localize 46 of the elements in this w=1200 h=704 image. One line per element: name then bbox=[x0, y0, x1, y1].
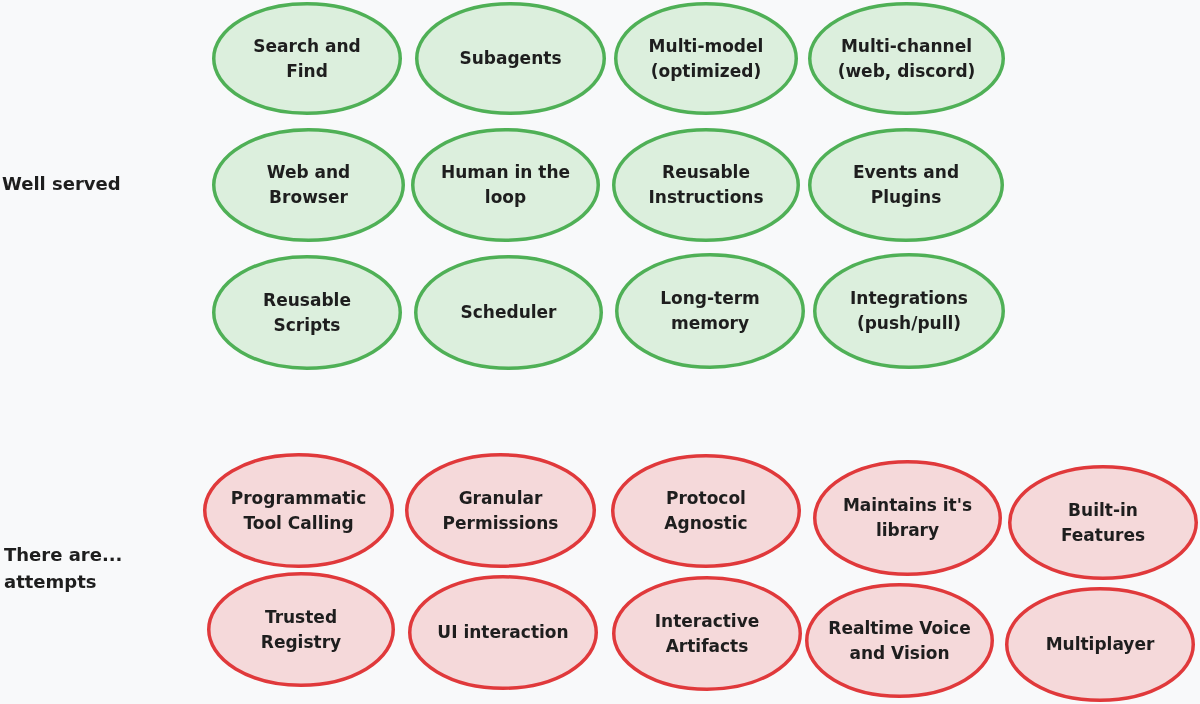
ellipse-node bbox=[614, 2, 798, 115]
node-label: Integrations (push/pull) bbox=[849, 287, 969, 335]
ellipse-node bbox=[612, 128, 800, 242]
node-label: Trusted Registry bbox=[259, 605, 343, 654]
node-label: Search and Find bbox=[252, 34, 362, 83]
node-label: Web and Browser bbox=[265, 161, 352, 209]
ellipse-node bbox=[1005, 587, 1195, 702]
node-label: Scheduler bbox=[460, 301, 557, 324]
ellipse-node bbox=[207, 572, 395, 687]
node-label: UI interaction bbox=[437, 621, 569, 644]
ellipse-node bbox=[1008, 465, 1198, 580]
ellipse-node bbox=[805, 583, 994, 698]
node-label: Events and Plugins bbox=[851, 161, 961, 209]
ellipse-node bbox=[611, 454, 801, 568]
ellipse-node bbox=[212, 255, 402, 370]
node-label: Human in the loop bbox=[439, 161, 572, 209]
ellipse-node bbox=[414, 255, 603, 370]
node-label: Built-in Features bbox=[1059, 498, 1147, 547]
node-label: Maintains it's library bbox=[841, 494, 974, 542]
node-label: Multi-channel (web, discord) bbox=[836, 34, 977, 83]
node-label: Realtime Voice and Vision bbox=[827, 616, 972, 665]
ellipse-node bbox=[415, 2, 606, 115]
ellipse-node bbox=[212, 128, 405, 242]
ellipse-node bbox=[808, 128, 1004, 242]
row-label: There are... attempts bbox=[4, 543, 124, 594]
ellipse-node bbox=[405, 453, 596, 568]
ellipse-node bbox=[808, 2, 1005, 115]
node-label: Protocol Agnostic bbox=[663, 487, 749, 535]
node-label: Interactive Artifacts bbox=[653, 609, 761, 658]
ellipse-node bbox=[813, 253, 1005, 369]
ellipse-node bbox=[212, 2, 402, 115]
ellipse-node bbox=[203, 453, 394, 568]
node-label: Programmatic Tool Calling bbox=[229, 486, 368, 535]
node-label: Subagents bbox=[459, 47, 562, 70]
ellipse-node bbox=[813, 460, 1002, 576]
node-label: Long-term memory bbox=[659, 287, 761, 335]
node-label: Reusable Instructions bbox=[647, 161, 765, 209]
node-label: Multi-model (optimized) bbox=[647, 34, 765, 83]
row-label: Well served bbox=[2, 172, 121, 196]
ellipse-node bbox=[612, 576, 802, 691]
ellipse-node bbox=[408, 575, 598, 690]
node-label: Granular Permissions bbox=[441, 486, 560, 535]
node-label: Multiplayer bbox=[1045, 633, 1155, 656]
ellipse-node bbox=[411, 128, 600, 242]
node-label: Reusable Scripts bbox=[262, 288, 352, 337]
ellipse-node bbox=[615, 253, 805, 369]
